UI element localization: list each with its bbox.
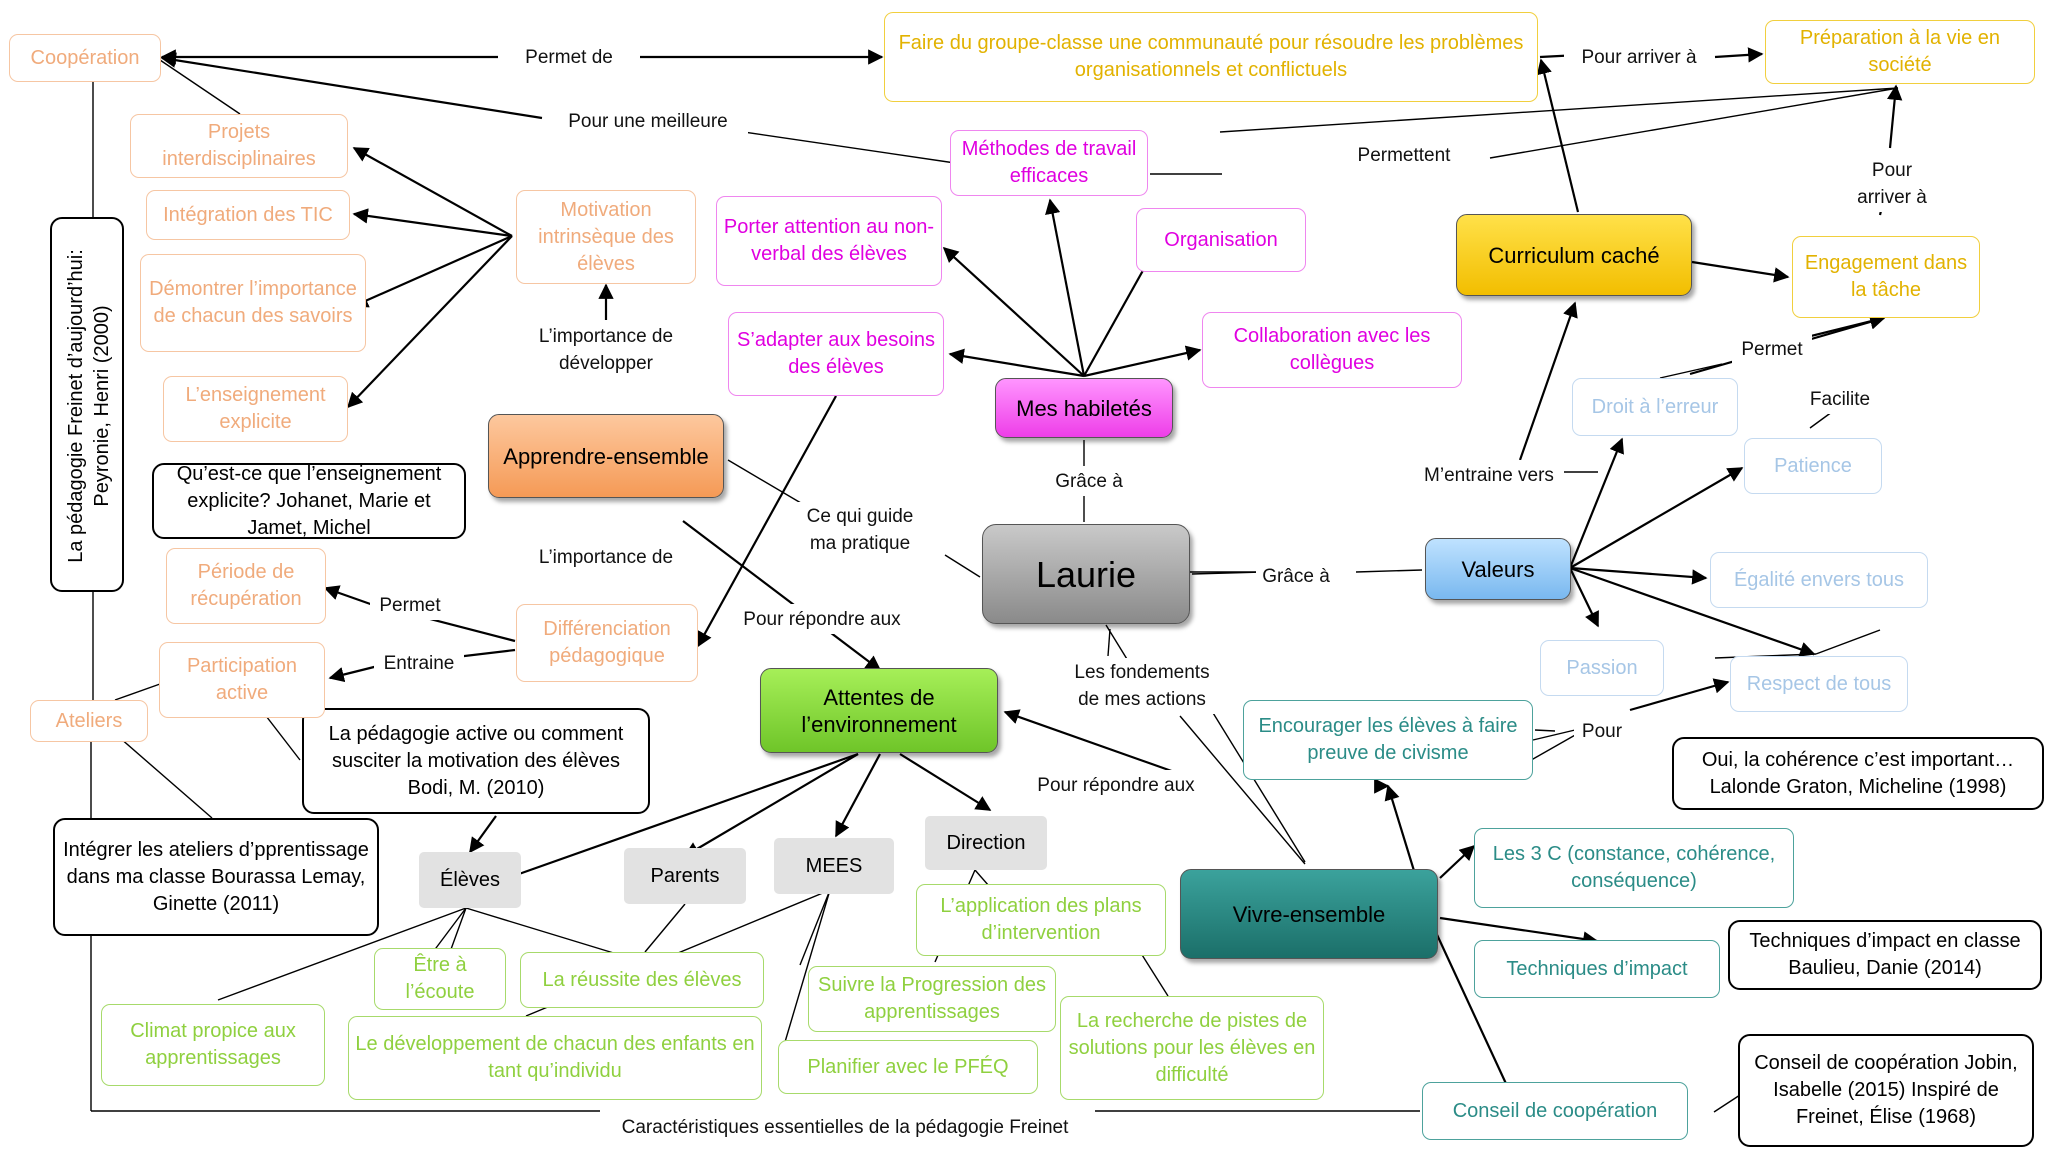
node-apprendre-ensemble[interactable]: Apprendre-ensemble [488,414,724,498]
label-ce-qui-guide: Ce qui guide ma pratique [798,502,922,558]
reference-ateliers: Intégrer les ateliers d’pprentissage dan… [53,818,379,936]
node-collaboration-collegues[interactable]: Collaboration avec les collègues [1202,312,1462,388]
reference-explicite: Qu’est-ce que l’enseignement explicite? … [152,463,466,539]
label-permet-2: Permet [1732,334,1812,364]
node-suivre-progression[interactable]: Suivre la Progression des apprentissages [808,966,1056,1032]
node-porter-attention[interactable]: Porter attention au non-verbal des élève… [716,196,942,286]
node-parents[interactable]: Parents [624,848,746,904]
reference-coherence: Oui, la cohérence c’est important… Lalon… [1672,737,2044,810]
node-respect-de-tous[interactable]: Respect de tous [1730,656,1908,712]
label-importance-developper: L’importance de développer [520,322,692,378]
node-etre-a-lecoute[interactable]: Être à l’écoute [374,948,506,1010]
node-climat-propice[interactable]: Climat propice aux apprentissages [101,1004,325,1086]
node-conseil-cooperation[interactable]: Conseil de coopération [1422,1082,1688,1140]
label-facilite: Facilite [1796,384,1884,414]
node-integration-tic[interactable]: Intégration des TIC [146,190,350,240]
node-direction[interactable]: Direction [925,816,1047,870]
label-pour: Pour [1574,716,1630,746]
label-grace-a-1: Grâce à [1044,466,1134,496]
label-pour-arriver-a-2: Pour arriver à [1842,156,1942,212]
node-periode-recuperation[interactable]: Période de récupération [166,548,326,624]
node-participation-active[interactable]: Participation active [159,642,325,718]
node-passion[interactable]: Passion [1540,640,1664,696]
label-permet: Permet [370,590,450,620]
label-importance-de: L’importance de [520,542,692,572]
node-egalite-envers-tous[interactable]: Égalité envers tous [1710,552,1928,608]
node-enseignement-explicite[interactable]: L’enseignement explicite [163,376,348,442]
label-caracteristiques-freinet: Caractéristiques essentielles de la péda… [600,1112,1090,1142]
node-differenciation-pedagogique[interactable]: Différenciation pédagogique [516,604,698,682]
label-permettent: Permettent [1344,140,1464,170]
label-pour-une-meilleure: Pour une meilleure [548,106,748,136]
node-curriculum-cache[interactable]: Curriculum caché [1456,214,1692,296]
reference-techniques: Techniques d’impact en classe Baulieu, D… [1728,920,2042,990]
reference-freinet: La pédagogie Freinet d’aujourd’hui: Peyr… [50,217,124,592]
node-valeurs[interactable]: Valeurs [1425,538,1571,600]
reference-active: La pédagogie active ou comment susciter … [302,708,650,814]
node-eleves[interactable]: Élèves [419,852,521,908]
node-cooperation[interactable]: Coopération [9,34,161,82]
node-mes-habiletes[interactable]: Mes habiletés [995,378,1173,438]
node-recherche-pistes[interactable]: La recherche de pistes de solutions pour… [1060,996,1324,1100]
node-vivre-ensemble[interactable]: Vivre-ensemble [1180,869,1438,959]
node-sadapter-besoins[interactable]: S’adapter aux besoins des élèves [728,312,944,396]
node-developpement-enfants[interactable]: Le développement de chacun des enfants e… [348,1016,762,1100]
node-methodes-travail[interactable]: Méthodes de travail efficaces [950,130,1148,196]
node-preparation-vie-societe[interactable]: Préparation à la vie en société [1765,20,2035,84]
label-fondements: Les fondements de mes actions [1062,658,1222,714]
node-demontrer-importance[interactable]: Démontrer l’importance de chacun des sav… [140,254,366,352]
node-application-plans[interactable]: L’application des plans d’intervention [916,884,1166,956]
reference-freinet-text: La pédagogie Freinet d’aujourd’hui: Peyr… [65,249,113,563]
node-organisation[interactable]: Organisation [1136,208,1306,272]
label-pour-repondre-2: Pour répondre aux [1026,770,1206,800]
label-grace-a-2: Grâce à [1256,561,1336,591]
reference-conseil: Conseil de coopération Jobin, Isabelle (… [1738,1034,2034,1147]
node-faire-groupe-classe[interactable]: Faire du groupe-classe une communauté po… [884,12,1538,102]
node-planifier-pfeq[interactable]: Planifier avec le PFÉQ [778,1040,1038,1094]
label-permet-de: Permet de [502,42,636,72]
node-les-3-c[interactable]: Les 3 C (constance, cohérence, conséquen… [1474,828,1794,908]
label-pour-arriver-a: Pour arriver à [1564,42,1714,72]
node-encourager-civisme[interactable]: Encourager les élèves à faire preuve de … [1243,700,1533,780]
node-motivation-intrinseque[interactable]: Motivation intrinsèque des élèves [516,190,696,284]
node-droit-erreur[interactable]: Droit à l’erreur [1572,378,1738,436]
node-laurie[interactable]: Laurie [982,524,1190,624]
node-patience[interactable]: Patience [1744,438,1882,494]
label-mentraine-vers: M’entraine vers [1414,460,1564,490]
node-engagement-tache[interactable]: Engagement dans la tâche [1792,236,1980,318]
node-reussite-eleves[interactable]: La réussite des élèves [520,952,764,1008]
label-entraine: Entraine [374,648,464,678]
node-mees[interactable]: MEES [774,838,894,894]
node-techniques-impact[interactable]: Techniques d’impact [1474,940,1720,998]
node-projets-interdisciplinaires[interactable]: Projets interdisciplinaires [130,114,348,178]
label-pour-repondre-1: Pour répondre aux [732,604,912,634]
node-ateliers[interactable]: Ateliers [30,700,148,742]
node-attentes-environnement[interactable]: Attentes de l’environnement [760,668,998,753]
